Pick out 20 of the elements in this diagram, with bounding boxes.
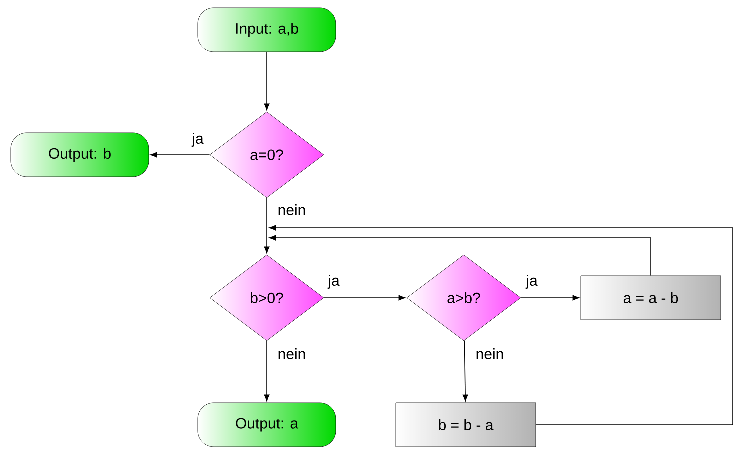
terminal-box: Output: a — [198, 402, 336, 448]
edge-label: ja — [525, 274, 539, 290]
arrow — [264, 52, 270, 111]
edge-label: ja — [327, 274, 341, 290]
edge-label: ja — [191, 132, 205, 148]
edge-label: nein — [276, 204, 308, 216]
edge-label: nein — [474, 348, 506, 361]
process-box: b = b - a — [396, 402, 536, 448]
edge-label: nein — [276, 348, 308, 361]
arrow — [324, 295, 406, 301]
arrow — [520, 295, 580, 301]
arrow — [264, 198, 270, 254]
arrow — [269, 225, 734, 426]
arrow — [269, 235, 652, 276]
process-box: a = a - b — [580, 276, 722, 320]
arrow — [462, 340, 468, 402]
arrow — [150, 152, 210, 158]
arrow — [264, 340, 270, 402]
terminal-box: Output: b — [10, 132, 150, 178]
terminal-box: Input: a,b — [198, 8, 336, 52]
